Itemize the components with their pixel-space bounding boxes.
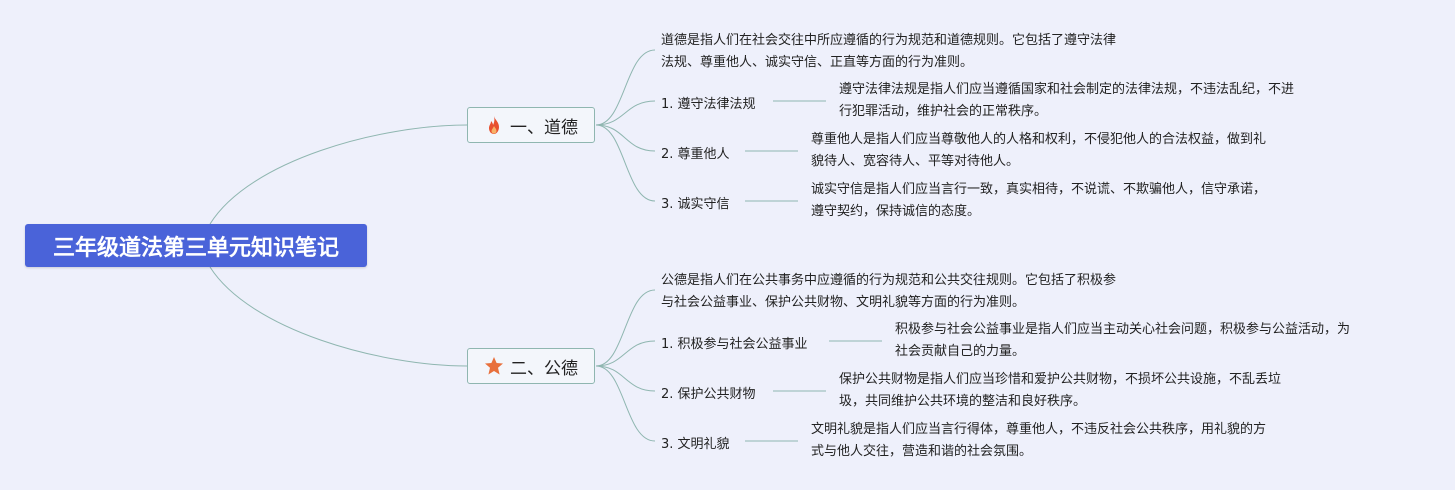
branch-node-moral[interactable]: 一、道德 bbox=[467, 107, 595, 143]
item-description: 诚实守信是指人们应当言行一致，真实相待，不说谎、不欺骗他人，信守承诺， 遵守契约… bbox=[811, 179, 1266, 223]
desc-line: 貌待人、宽容待人、平等对待他人。 bbox=[811, 154, 1020, 169]
branch1-to-item3 bbox=[595, 124, 656, 202]
branch2-summary: 公德是指人们在公共事务中应遵循的行为规范和公共交往规则。它包括了积极参 与社会公… bbox=[661, 270, 1116, 314]
item-description: 保护公共财物是指人们应当珍惜和爱护公共财物，不损坏公共设施，不乱丢垃 圾，共同维… bbox=[839, 369, 1281, 413]
branch1-to-summary bbox=[595, 49, 656, 126]
summary-line: 与社会公益事业、保护公共财物、文明礼貌等方面的行为准则。 bbox=[661, 295, 1026, 310]
branch2-to-summary bbox=[595, 289, 656, 367]
summary-line: 法规、尊重他人、诚实守信、正直等方面的行为准则。 bbox=[661, 55, 974, 70]
item-description: 遵守法律法规是指人们应当遵循国家和社会制定的法律法规，不违法乱纪，不进 行犯罪活… bbox=[839, 79, 1294, 123]
root-node[interactable]: 三年级道法第三单元知识笔记 bbox=[25, 224, 367, 267]
summary-line: 道德是指人们在社会交往中所应遵循的行为规范和道德规则。它包括了遵守法律 bbox=[661, 33, 1117, 48]
item-description: 积极参与社会公益事业是指人们应当主动关心社会问题，积极参与公益活动，为 社会贡献… bbox=[895, 319, 1350, 363]
item-label[interactable]: 3. 诚实守信 bbox=[661, 197, 730, 212]
desc-line: 诚实守信是指人们应当言行一致，真实相待，不说谎、不欺骗他人，信守承诺， bbox=[811, 182, 1267, 197]
branch2-to-item2 bbox=[595, 365, 656, 392]
root-title: 三年级道法第三单元知识笔记 bbox=[52, 235, 339, 261]
fire-icon bbox=[484, 115, 504, 135]
desc-line: 积极参与社会公益事业是指人们应当主动关心社会问题，积极参与公益活动，为 bbox=[895, 322, 1351, 337]
item-description: 尊重他人是指人们应当尊敬他人的人格和权利，不侵犯他人的合法权益，做到礼 貌待人、… bbox=[811, 129, 1266, 173]
desc-line: 尊重他人是指人们应当尊敬他人的人格和权利，不侵犯他人的合法权益，做到礼 bbox=[811, 132, 1267, 147]
branch1-to-item1 bbox=[595, 100, 656, 126]
item-label[interactable]: 1. 积极参与社会公益事业 bbox=[661, 337, 808, 352]
branch2-to-item3 bbox=[595, 365, 656, 442]
item-label[interactable]: 1. 遵守法律法规 bbox=[661, 97, 756, 112]
summary-line: 公德是指人们在公共事务中应遵循的行为规范和公共交往规则。它包括了积极参 bbox=[661, 273, 1117, 288]
desc-line: 圾，共同维护公共环境的整洁和良好秩序。 bbox=[839, 394, 1087, 409]
item-label[interactable]: 2. 尊重他人 bbox=[661, 147, 730, 162]
item-description: 文明礼貌是指人们应当言行得体，尊重他人，不违反社会公共秩序，用礼貌的方 式与他人… bbox=[811, 419, 1266, 463]
root-to-branch-2 bbox=[209, 266, 468, 367]
star-icon bbox=[484, 356, 504, 376]
desc-line: 遵守法律法规是指人们应当遵循国家和社会制定的法律法规，不违法乱纪，不进 bbox=[839, 82, 1295, 97]
desc-line: 遵守契约，保持诚信的态度。 bbox=[811, 204, 981, 219]
desc-line: 保护公共财物是指人们应当珍惜和爱护公共财物，不损坏公共设施，不乱丢垃 bbox=[839, 372, 1282, 387]
desc-line: 式与他人交往，营造和谐的社会氛围。 bbox=[811, 444, 1033, 459]
desc-line: 文明礼貌是指人们应当言行得体，尊重他人，不违反社会公共秩序，用礼貌的方 bbox=[811, 422, 1267, 437]
root-to-branch-1 bbox=[209, 124, 468, 225]
branch-title: 二、公德 bbox=[510, 358, 578, 379]
branch-title: 一、道德 bbox=[510, 117, 578, 138]
desc-line: 行犯罪活动，维护社会的正常秩序。 bbox=[839, 104, 1048, 119]
item-label[interactable]: 2. 保护公共财物 bbox=[661, 387, 756, 402]
branch2-to-item1 bbox=[595, 340, 656, 367]
branch-node-public-morality[interactable]: 二、公德 bbox=[467, 348, 595, 384]
branch1-summary: 道德是指人们在社会交往中所应遵循的行为规范和道德规则。它包括了遵守法律 法规、尊… bbox=[661, 30, 1116, 74]
branch1-to-item2 bbox=[595, 124, 656, 152]
item-label[interactable]: 3. 文明礼貌 bbox=[661, 437, 730, 452]
desc-line: 社会贡献自己的力量。 bbox=[895, 344, 1026, 359]
